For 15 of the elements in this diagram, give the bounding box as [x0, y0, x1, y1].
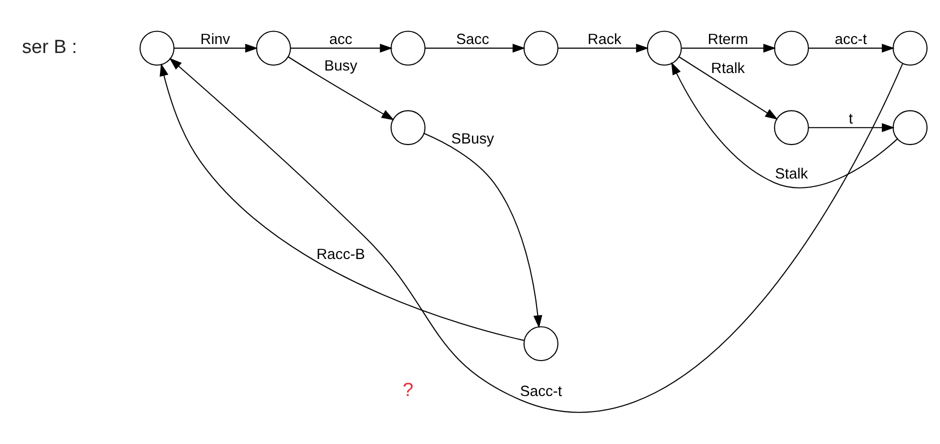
edge-label: Sacc	[456, 32, 490, 48]
edge-label: acc	[329, 32, 352, 48]
edge-label: acc-t	[834, 32, 867, 48]
edge-label: Sacc-t	[520, 384, 562, 400]
edge-label: Rtalk	[711, 60, 745, 77]
edge-label: SBusy	[451, 132, 494, 148]
edge-label: Rack	[588, 32, 622, 48]
edge-label: t	[848, 112, 853, 128]
label: ser B :	[22, 36, 78, 58]
edge-label: Stalk	[775, 166, 808, 183]
label: ?	[402, 380, 414, 402]
edge-label: Rinv	[200, 32, 230, 48]
edge-label: Busy	[324, 58, 358, 75]
edge-label: Rterm	[708, 32, 748, 48]
edge-label: Racc-B	[316, 247, 366, 264]
